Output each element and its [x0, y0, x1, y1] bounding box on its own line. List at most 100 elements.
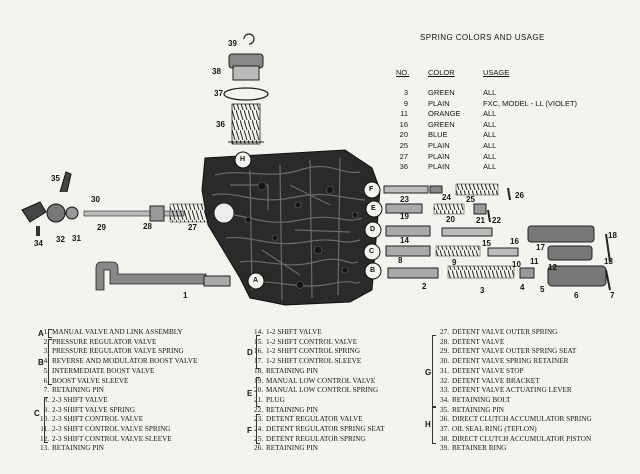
- legend-text: OIL SEAL RING (TEFLON): [452, 425, 537, 433]
- legend-text: DIRECT CLUTCH ACCUMULATOR SPRING: [452, 415, 592, 424]
- part-number-label: 34: [34, 239, 43, 248]
- part-number-label: 12: [548, 263, 557, 272]
- group-bracket: [432, 407, 436, 444]
- spring-color: PLAIN: [428, 151, 450, 161]
- spring-color: BLUE: [428, 130, 448, 140]
- legend-text: DETENT VALVE: [452, 337, 505, 346]
- part-number-label: 28: [143, 222, 152, 231]
- part-number-label: 19: [400, 212, 409, 221]
- legend-number: 17.: [254, 357, 263, 366]
- callout-circles: [234, 151, 383, 290]
- legend-number: 5.: [43, 366, 49, 375]
- spring-number: 16: [399, 119, 408, 129]
- legend-number: 27.: [440, 328, 449, 336]
- legend-number: 32.: [440, 376, 449, 385]
- group-letter: F: [247, 426, 252, 435]
- legend-text: 2-3 SHIFT VALVE SPRING: [52, 405, 136, 414]
- legend-number: 6.: [43, 376, 49, 385]
- legend-number: 26.: [254, 444, 263, 453]
- legend-text: RETAINING PIN: [266, 366, 318, 375]
- part-number-label: 7: [610, 291, 615, 300]
- group-bracket: [48, 339, 52, 385]
- spring-usage: ALL: [483, 119, 497, 129]
- spring-number: 36: [399, 162, 408, 172]
- spring-row: 9 PLAIN FXC, MODEL - LL (VIOLET): [392, 99, 592, 109]
- spring-number: 9: [403, 98, 408, 108]
- legend-text: MANUAL LOW CONTROL VALVE: [266, 376, 376, 385]
- legend-number: 35.: [440, 405, 449, 414]
- legend-text: DETENT VALVE OUTER SPRING: [452, 328, 558, 336]
- legend-number: 29.: [440, 347, 449, 356]
- legend-number: 14.: [254, 328, 263, 336]
- legend-number: 23.: [254, 415, 263, 424]
- legend-text: DETENT VALVE ACTUATING LEVER: [452, 386, 572, 395]
- part-number-label: 11: [530, 257, 539, 266]
- legend-text: 2-3 SHIFT CONTROL VALVE: [52, 415, 144, 424]
- legend-text: REVERSE AND MODULATOR BOOST VALVE: [52, 357, 198, 366]
- legend-number: 8.: [43, 395, 49, 404]
- part-number-label: 18: [608, 231, 617, 240]
- part-number-label: 5: [540, 285, 545, 294]
- legend-text: INTERMEDIATE BOOST VALVE: [52, 366, 155, 375]
- spring-usage: ALL: [483, 162, 497, 172]
- legend-number: 25.: [254, 434, 263, 443]
- legend-text: PRESSURE REGULATOR VALVE: [52, 337, 157, 346]
- group-bracket: [256, 377, 260, 407]
- spring-number: 11: [400, 109, 408, 119]
- legend-text: MANUAL LOW CONTROL SPRING: [266, 386, 379, 395]
- spring-table-title: SPRING COLORS AND USAGE: [420, 33, 545, 42]
- part-number-label: 22: [492, 216, 501, 225]
- legend-number: 9.: [43, 405, 49, 414]
- spring-number: 27: [399, 151, 408, 161]
- part-number-label: 13: [604, 257, 613, 266]
- part-number-label: 30: [91, 195, 100, 204]
- legend-text: DETENT REGULATOR VALVE: [266, 415, 363, 424]
- legend-number: 3.: [43, 347, 49, 356]
- part-number-label: 38: [212, 67, 221, 76]
- callout-letter: A: [253, 277, 259, 284]
- legend-text: DETENT VALVE BRACKET: [452, 376, 540, 385]
- spring-color: ORANGE: [428, 109, 461, 119]
- legend-number: 16.: [254, 347, 263, 356]
- group-bracket: [256, 335, 260, 369]
- callout-letter: D: [370, 226, 376, 233]
- legend-number: 2.: [43, 337, 49, 346]
- part-number-label: 35: [51, 174, 60, 183]
- legend-text: BOOST VALVE SLEEVE: [52, 376, 129, 385]
- spring-number: 25: [399, 141, 408, 150]
- part-number-label: 29: [97, 223, 106, 232]
- legend-number: 31.: [440, 366, 449, 375]
- part-number-label: 36: [216, 120, 225, 129]
- legend-text: 1-2 SHIFT CONTROL VALVE: [266, 337, 358, 346]
- legend-text: 2-3 SHIFT VALVE: [52, 395, 108, 404]
- spring-usage: ALL: [483, 109, 497, 119]
- valve-body: [201, 149, 381, 306]
- legend-text: 2-3 SHIFT CONTROL VALVE SLEEVE: [52, 434, 172, 443]
- part-number-label: 31: [72, 234, 81, 243]
- spring-header-no: NO.: [396, 68, 410, 77]
- legend-number: 24.: [254, 425, 263, 433]
- part-number-label: 3: [480, 286, 485, 295]
- spring-usage: FXC, MODEL - LL (VIOLET): [483, 98, 578, 108]
- part-number-label: 20: [446, 215, 455, 224]
- legend-number: 4.: [43, 357, 49, 366]
- part-number-label: 17: [536, 243, 545, 252]
- legend-number: 15.: [254, 337, 263, 346]
- part-number-label: 8: [398, 256, 403, 265]
- group-bracket: [432, 335, 436, 407]
- legend-number: 7.: [43, 386, 49, 395]
- spring-header-usage: USAGE: [483, 68, 510, 77]
- spring-usage: ALL: [483, 141, 497, 150]
- callout-letter: C: [369, 248, 375, 255]
- part-number-label: 16: [510, 237, 519, 246]
- spring-number: 3: [403, 88, 408, 97]
- part-number-label: 15: [482, 239, 491, 248]
- legend-text: RETAINING PIN: [52, 386, 104, 395]
- legend-text: RETAINING PIN: [266, 405, 318, 414]
- callout-letter: F: [369, 186, 374, 193]
- spring-color: PLAIN: [428, 98, 450, 108]
- legend-text: 1-2 SHIFT VALVE: [266, 328, 322, 336]
